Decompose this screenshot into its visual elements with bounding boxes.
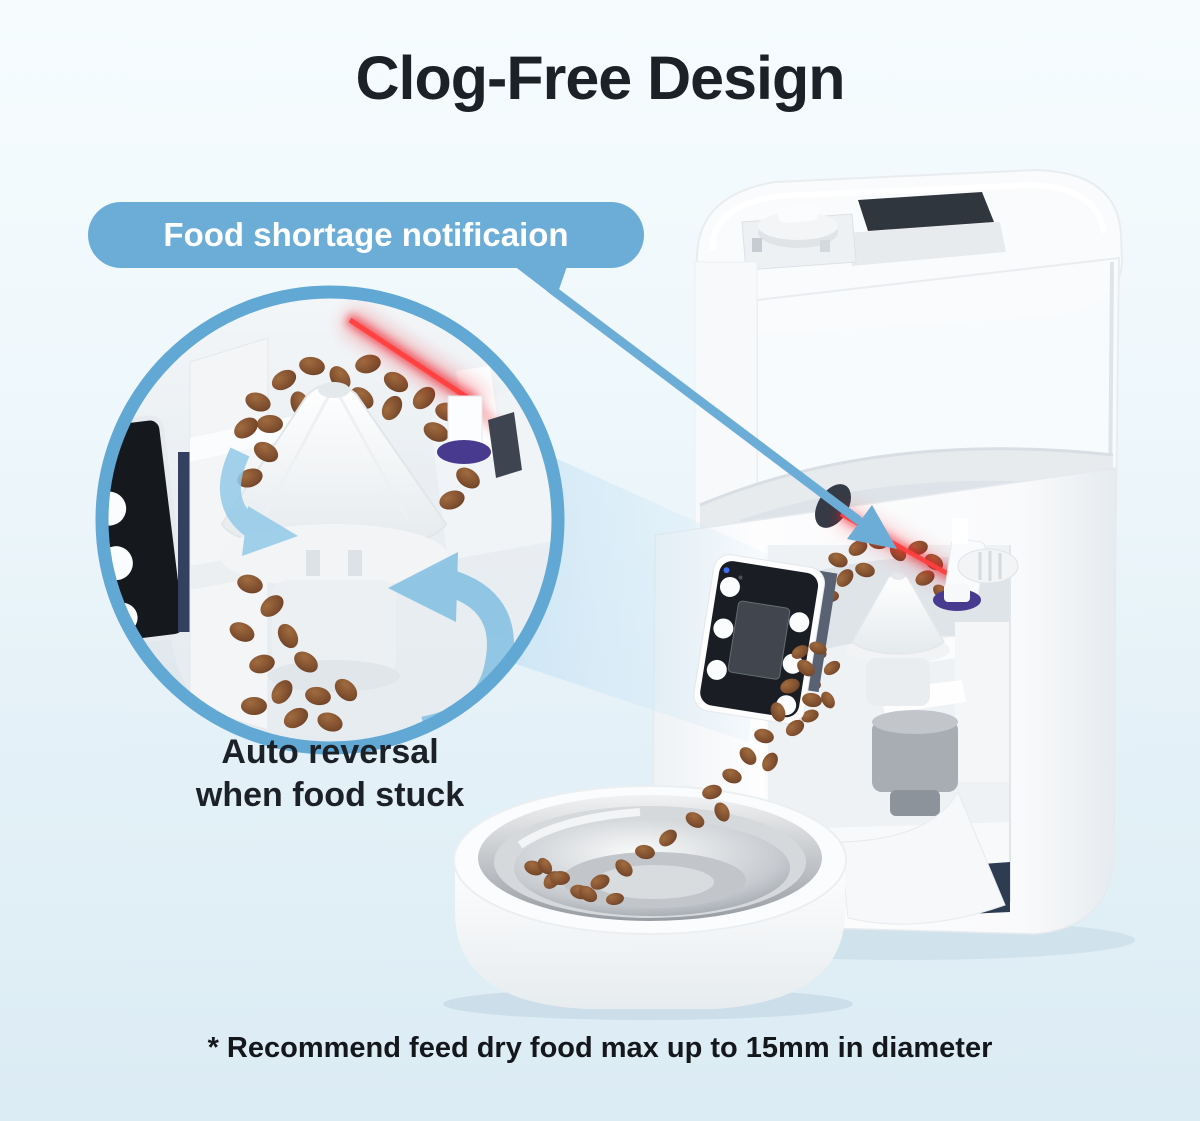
food-shortage-callout: Food shortage notificaion bbox=[88, 202, 644, 268]
panel-screen bbox=[727, 600, 791, 680]
panel-button bbox=[713, 618, 734, 639]
arrowhead bbox=[847, 505, 897, 549]
auto-reversal-caption: Auto reversal when food stuck bbox=[115, 731, 545, 817]
food-bowl bbox=[443, 785, 853, 1020]
impeller-cone bbox=[846, 572, 950, 706]
sensor-bracket bbox=[933, 518, 1019, 611]
panel-led bbox=[723, 567, 730, 574]
lid-slot bbox=[858, 192, 994, 231]
motor bbox=[872, 710, 958, 816]
food-shortage-callout-label: Food shortage notificaion bbox=[163, 216, 569, 253]
inset-sensor bbox=[437, 395, 522, 478]
magnifier-ring bbox=[95, 285, 565, 755]
bowl-mount bbox=[839, 790, 1006, 925]
footnote: * Recommend feed dry food max up to 15mm… bbox=[207, 1032, 993, 1064]
page-title: Clog-Free Design bbox=[355, 43, 845, 112]
kibble-stream bbox=[524, 641, 827, 906]
panel-button bbox=[719, 576, 740, 597]
rotation-arrow-left bbox=[219, 447, 298, 556]
panel-button bbox=[706, 659, 727, 680]
inset-kibble-left bbox=[229, 574, 358, 732]
panel-button bbox=[789, 612, 810, 633]
caption-line1: Auto reversal bbox=[221, 733, 439, 771]
inset-impeller-cone bbox=[220, 382, 448, 692]
caption-line2: when food stuck bbox=[195, 776, 465, 814]
magnifier-inset bbox=[95, 285, 565, 755]
